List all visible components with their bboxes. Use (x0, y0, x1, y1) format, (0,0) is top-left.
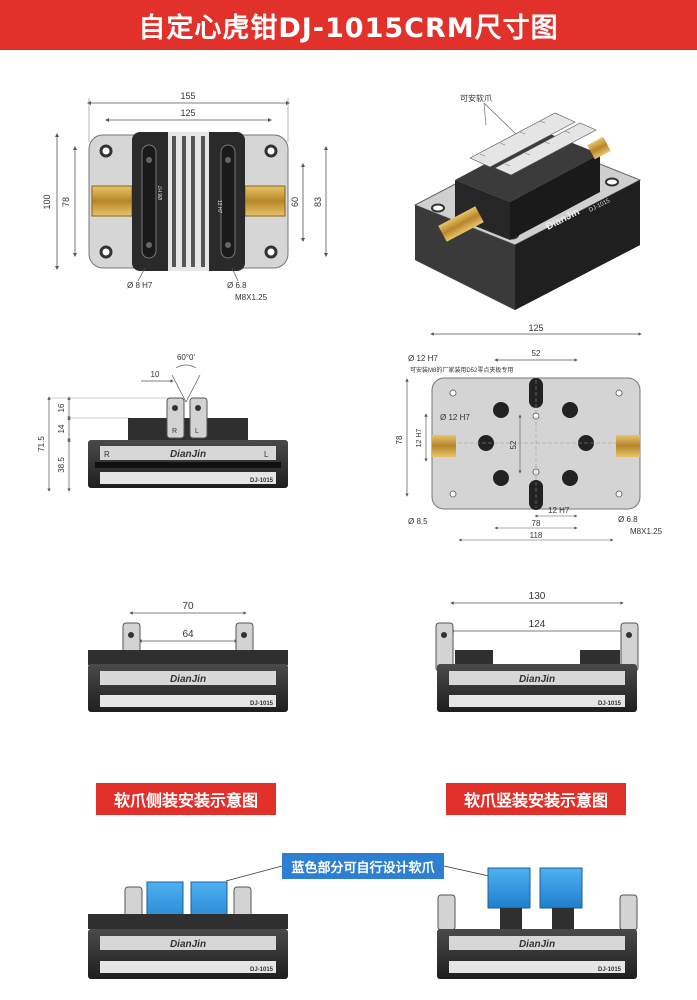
page-title: 自定心虎钳DJ-1015CRM尺寸图 (138, 12, 559, 44)
dim-38-5: 38.5 (57, 457, 66, 473)
note-m8-mount: 可安装M8的厂家装用D52零点夹板专用 (410, 366, 513, 374)
iso-view: 可安软爪 DianJin DJ-1015 (413, 93, 642, 310)
side-model: DJ-1015 (250, 478, 274, 484)
note-6-8: Ø 6.8 (227, 281, 247, 290)
dim-bottom-52: 52 (532, 349, 541, 358)
blue-note-tag: 蓝色部分可自行设计软爪 (282, 853, 444, 879)
dim-bottom-78-left: 78 (395, 435, 404, 444)
install-side-brand: DianJin (170, 939, 206, 950)
note-m8x125: M8X1.25 (235, 293, 268, 302)
install-vertical-brand: DianJin (519, 939, 555, 950)
dim-60: 60 (290, 197, 300, 207)
dim-70: 70 (182, 601, 194, 612)
dim-100: 100 (42, 194, 52, 209)
side-brand: DianJin (170, 449, 206, 460)
install-vertical-view: DianJin DJ-1015 (437, 865, 638, 979)
open-large-view: 130 124 DianJin DJ-1015 (435, 591, 639, 712)
dim-bottom-12h7: 12 H7 (548, 506, 570, 515)
dim-bottom-12h7-left: 12 H7 (416, 429, 423, 448)
bottom-view: 125 52 Ø 12 H7 可安装M8的厂家装用D52零点夹板专用 78 12… (395, 323, 663, 542)
top-view: 155 125 100 78 60 83 (42, 91, 328, 302)
dim-83: 83 (313, 197, 323, 207)
side-mark-l: L (195, 428, 199, 435)
note-bottom-m8x125: M8X1.25 (630, 527, 663, 536)
dim-14: 14 (57, 424, 66, 433)
note-bottom-6-8: Ø 6.8 (618, 515, 638, 524)
install-side-view: DianJin DJ-1015 (88, 865, 288, 979)
install-vertical-model: DJ-1015 (598, 967, 622, 973)
side-install-title: 软爪侧装安装示意图 (96, 783, 276, 815)
dim-78: 78 (61, 197, 71, 207)
vertical-install-title: 软爪竖装安装示意图 (446, 783, 626, 815)
body-mark-l: L (264, 450, 269, 459)
open-small-brand: DianJin (170, 674, 206, 685)
dim-16: 16 (57, 403, 66, 412)
dim-angle: 60°0' (177, 353, 196, 362)
body-mark-r: R (104, 450, 110, 459)
dim-10: 10 (151, 370, 160, 379)
dim-125: 125 (180, 108, 195, 118)
open-large-model: DJ-1015 (598, 701, 622, 707)
dim-130: 130 (529, 591, 546, 602)
dim-64: 64 (182, 629, 194, 640)
open-small-view: 70 64 DianJin DJ-1015 (88, 601, 288, 712)
drawing-canvas: 155 125 100 78 60 83 (37, 91, 663, 979)
jaw-engrave-left: Ø8 H7 (158, 185, 164, 200)
side-mark-r: R (172, 428, 177, 435)
dim-bottom-125: 125 (528, 323, 543, 333)
install-side-model: DJ-1015 (250, 967, 274, 973)
jaw-engrave-right: 12 H7 (216, 200, 222, 214)
note-8-5: Ø 8.5 (408, 517, 428, 526)
open-small-model: DJ-1015 (250, 701, 274, 707)
open-large-brand: DianJin (519, 674, 555, 685)
dim-bottom-118: 118 (530, 531, 543, 540)
note-8h7: Ø 8 H7 (127, 281, 153, 290)
side-view: 60°0' 10 71.5 16 14 38.5 R L R L DianJin… (37, 353, 288, 492)
dim-bottom-12h7-center: Ø 12 H7 (440, 413, 470, 422)
dim-bottom-52-center: 52 (509, 440, 518, 449)
note-12h7: Ø 12 H7 (408, 354, 438, 363)
dim-bottom-78: 78 (532, 519, 541, 528)
dim-71-5: 71.5 (37, 436, 46, 452)
dim-124: 124 (529, 619, 546, 630)
iso-label-soft-jaw: 可安软爪 (460, 93, 492, 103)
title-banner: 自定心虎钳DJ-1015CRM尺寸图 (0, 0, 697, 50)
dim-155: 155 (180, 91, 195, 101)
